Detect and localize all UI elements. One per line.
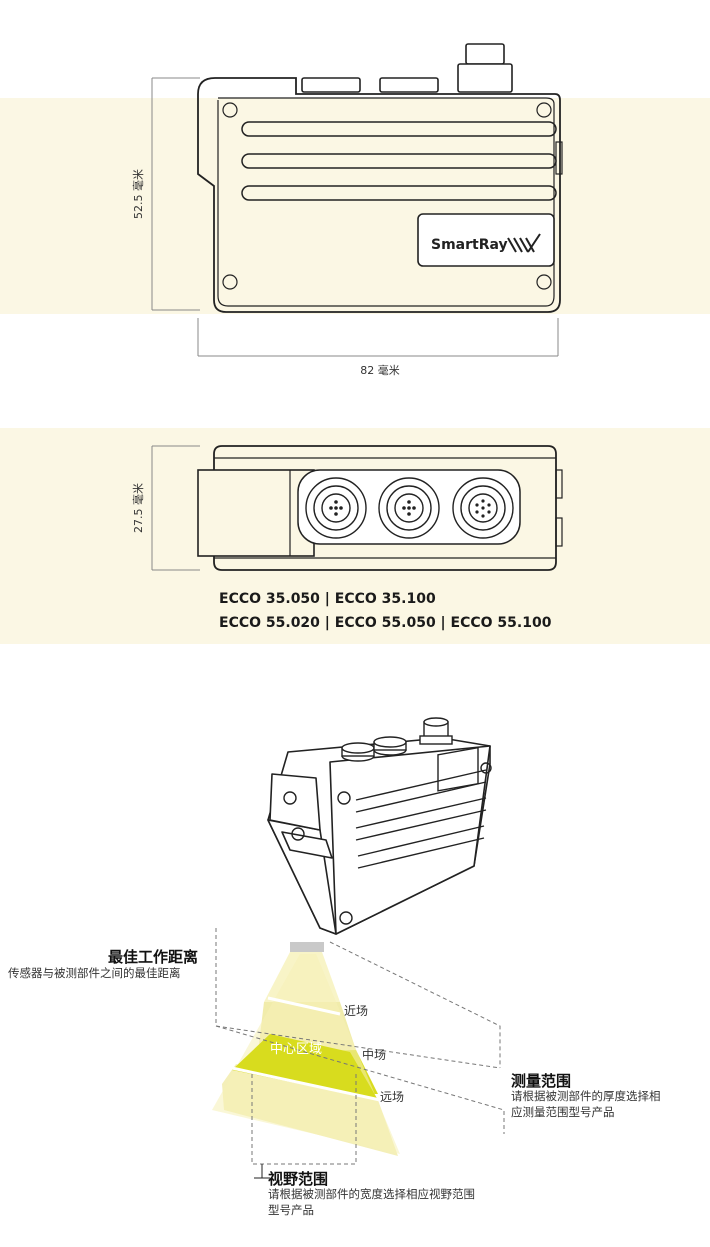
model-list-line-2: ECCO 55.020 | ECCO 55.050 | ECCO 55.100 <box>219 615 552 631</box>
optimal-distance-title: 最佳工作距离 <box>108 948 199 966</box>
model-list-line-1: ECCO 35.050 | ECCO 35.100 <box>219 591 436 607</box>
measuring-range-desc-1: 请根据被测部件的厚度选择相 <box>511 1089 661 1103</box>
mid-field-label: 中场 <box>362 1048 387 1062</box>
side-view-drawing <box>151 445 563 571</box>
measuring-range-desc-2: 应测量范围型号产品 <box>511 1105 615 1119</box>
fov-desc-2: 型号产品 <box>268 1203 314 1217</box>
measuring-range-title: 测量范围 <box>511 1072 572 1090</box>
top-view-drawing: SmartRay <box>151 43 563 357</box>
top-view-band <box>0 98 710 314</box>
near-field-label: 近场 <box>344 1004 369 1018</box>
optimal-distance-desc: 传感器与被测部件之间的最佳距离 <box>8 966 181 980</box>
fov-title: 视野范围 <box>268 1170 329 1188</box>
top-height-label: 52.5 毫米 <box>132 169 145 219</box>
smartray-logo: SmartRay <box>431 237 508 253</box>
side-height-label: 27.5 毫米 <box>132 483 145 533</box>
center-zone-label: 中心区域 <box>270 1042 323 1057</box>
measurement-diagram <box>212 717 505 1179</box>
fov-desc-1: 请根据被测部件的宽度选择相应视野范围 <box>268 1187 475 1201</box>
far-field-label: 远场 <box>380 1090 405 1104</box>
top-width-label: 82 毫米 <box>360 364 400 377</box>
